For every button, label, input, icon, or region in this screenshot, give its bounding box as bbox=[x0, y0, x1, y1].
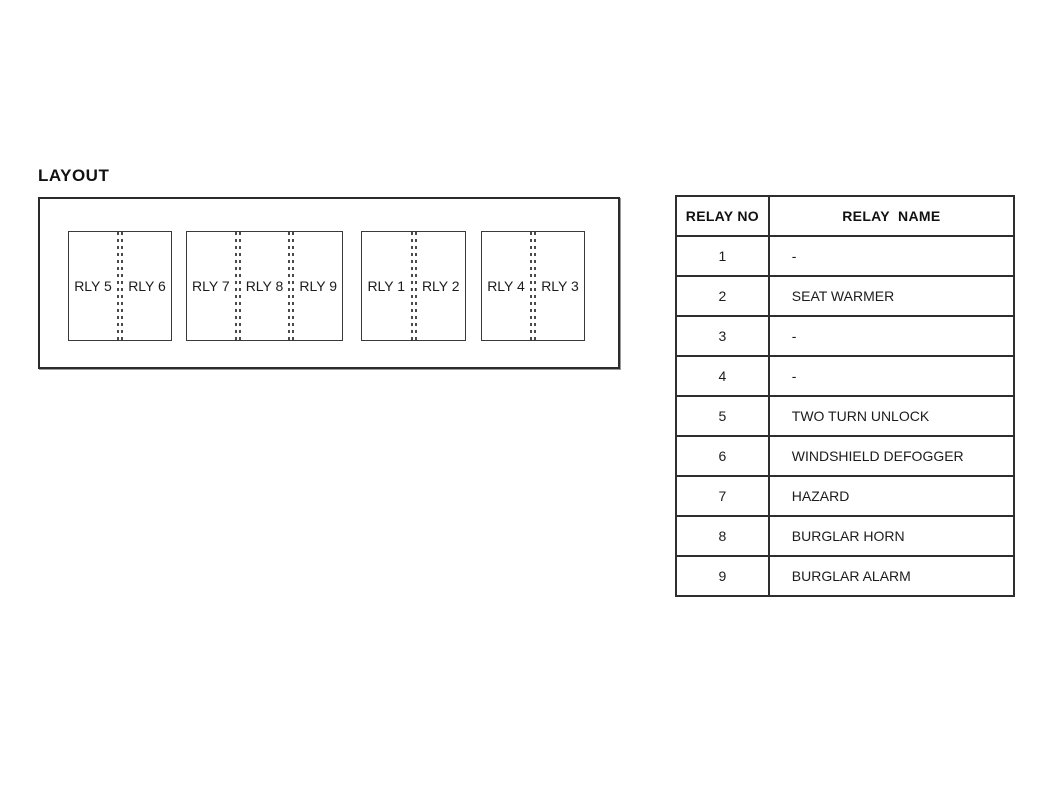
relay-name-cell: BURGLAR ALARM bbox=[767, 555, 1016, 597]
relay-no-cell: 6 bbox=[675, 435, 770, 477]
header-relay-no: RELAY NO bbox=[675, 195, 770, 237]
dashed-divider bbox=[234, 232, 241, 340]
table-header-row: RELAY NO RELAY NAME bbox=[675, 195, 1016, 237]
relay-group-7-8-9: RLY 7 RLY 8 RLY 9 bbox=[186, 231, 343, 341]
relay-name-cell: HAZARD bbox=[767, 475, 1016, 517]
dashed-divider bbox=[530, 232, 536, 340]
header-relay-name: RELAY NAME bbox=[767, 195, 1016, 237]
table-row: 9 BURGLAR ALARM bbox=[675, 555, 1016, 597]
relay-name-cell: - bbox=[767, 235, 1016, 277]
relay-group-5-6: RLY 5 RLY 6 bbox=[68, 231, 172, 341]
relay-name-cell: - bbox=[767, 315, 1016, 357]
relay-name-cell: - bbox=[767, 355, 1016, 397]
relay-no-cell: 3 bbox=[675, 315, 770, 357]
relay-no-cell: 5 bbox=[675, 395, 770, 437]
relay-slot-rly6: RLY 6 bbox=[128, 278, 166, 294]
relay-no-cell: 2 bbox=[675, 275, 770, 317]
relay-box-outline: RLY 5 RLY 6 RLY 7 RLY 8 RLY 9 RLY 1 RLY … bbox=[38, 197, 620, 369]
relay-group-4-3: RLY 4 RLY 3 bbox=[481, 231, 585, 341]
relay-slot-rly7: RLY 7 bbox=[192, 278, 230, 294]
dashed-divider bbox=[410, 232, 417, 340]
relay-slot-rly2: RLY 2 bbox=[421, 278, 460, 294]
table-row: 2 SEAT WARMER bbox=[675, 275, 1016, 317]
relay-slot-rly5: RLY 5 bbox=[74, 278, 112, 294]
layout-section-title: LAYOUT bbox=[38, 166, 110, 185]
relay-slot-rly9: RLY 9 bbox=[299, 278, 337, 294]
table-row: 5 TWO TURN UNLOCK bbox=[675, 395, 1016, 437]
table-row: 7 HAZARD bbox=[675, 475, 1016, 517]
relay-no-cell: 7 bbox=[675, 475, 770, 517]
relay-name-cell: TWO TURN UNLOCK bbox=[767, 395, 1016, 437]
relay-slot-rly4: RLY 4 bbox=[487, 278, 525, 294]
table-row: 6 WINDSHIELD DEFOGGER bbox=[675, 435, 1016, 477]
relay-no-cell: 1 bbox=[675, 235, 770, 277]
table-row: 8 BURGLAR HORN bbox=[675, 515, 1016, 557]
relay-name-cell: WINDSHIELD DEFOGGER bbox=[767, 435, 1016, 477]
relay-name-table: RELAY NO RELAY NAME 1 - 2 SEAT WARMER 3 … bbox=[675, 195, 1016, 597]
relay-no-cell: 9 bbox=[675, 555, 770, 597]
table-row: 4 - bbox=[675, 355, 1016, 397]
relay-slot-rly8: RLY 8 bbox=[245, 278, 284, 294]
relay-slot-rly3: RLY 3 bbox=[541, 278, 579, 294]
relay-name-cell: SEAT WARMER bbox=[767, 275, 1016, 317]
relay-slot-rly1: RLY 1 bbox=[367, 278, 406, 294]
dashed-divider bbox=[288, 232, 295, 340]
relay-no-cell: 8 bbox=[675, 515, 770, 557]
relay-group-1-2: RLY 1 RLY 2 bbox=[361, 231, 466, 341]
dashed-divider bbox=[117, 232, 123, 340]
table-row: 1 - bbox=[675, 235, 1016, 277]
relay-name-cell: BURGLAR HORN bbox=[767, 515, 1016, 557]
table-row: 3 - bbox=[675, 315, 1016, 357]
relay-no-cell: 4 bbox=[675, 355, 770, 397]
